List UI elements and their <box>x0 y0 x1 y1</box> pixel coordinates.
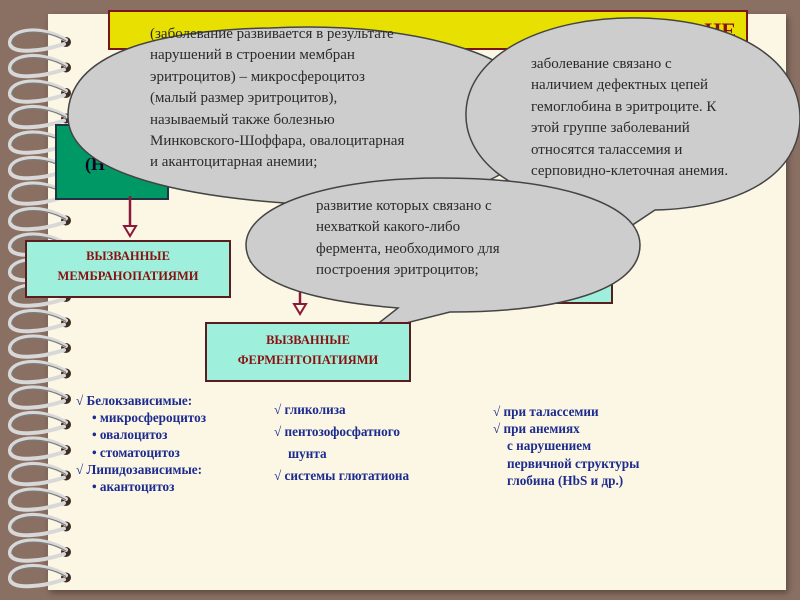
bubble-line: наличием дефектных цепей <box>531 77 709 94</box>
bubble-text-membrane: (заболевание развивается в результате на… <box>150 24 404 174</box>
enzyme-list: √ гликолиза √ пентозофосфатного шунта √ … <box>274 399 409 487</box>
spiral-ring <box>8 359 68 385</box>
spiral-ring <box>8 563 68 589</box>
spiral-ring-shade <box>11 82 67 96</box>
spiral-ring <box>8 53 68 79</box>
spiral-ring <box>8 512 68 538</box>
bubble-line: (заболевание развивается в результате <box>150 26 394 42</box>
list-item: √ Белокзависимые: <box>76 393 193 408</box>
list-item: √ системы глютатиона <box>274 468 410 483</box>
membranopathy-box: ВЫЗВАННЫЕ МЕМБРАНОПАТИЯМИ <box>25 240 231 298</box>
bubble-line: фермента, необходимого для <box>316 240 500 257</box>
spiral-ring <box>8 410 68 436</box>
arrow-head-enzyme <box>292 303 308 316</box>
bubble-line: построения эритроцитов; <box>316 262 479 279</box>
bubble-line: эритроцитов) – микросфероцитоз <box>150 68 365 85</box>
bubble-line: и акантоцитарная анемии; <box>150 154 318 171</box>
spiral-ring-shade <box>11 567 67 580</box>
spiral-ring <box>8 155 68 181</box>
speech-bubble-enzyme <box>245 177 641 334</box>
spiral-ring-shade <box>11 57 67 70</box>
spiral-ring-shade <box>11 388 67 402</box>
list-item: • акантоцитоз <box>92 479 175 495</box>
spiral-ring <box>8 181 68 206</box>
list-item: • овалоцитоз <box>92 427 168 443</box>
list-item: √ при анемиях <box>493 421 580 437</box>
spiral-ring <box>8 334 68 359</box>
spiral-ring <box>8 487 68 512</box>
bubble-line: этой группе заболеваний <box>531 120 690 137</box>
spiral-ring <box>8 130 68 155</box>
list-item: √ Липидозависимые: <box>76 461 203 477</box>
spiral-ring <box>8 461 68 487</box>
spiral-ring-shade <box>11 414 67 427</box>
bubble-line: серповидно-клеточная анемия. <box>531 163 729 180</box>
enzymopathy-box: ВЫЗВАННЫЕ ФЕРМЕНТОПАТИЯМИ <box>205 322 411 382</box>
spiral-ring-shade <box>11 439 67 453</box>
spiral-ring-shade <box>11 363 67 376</box>
spiral-ring-shade <box>11 108 67 121</box>
list-item: шунта <box>288 446 327 461</box>
list-item: • микросфероцитоз <box>92 410 206 426</box>
box-line: ФЕРМЕНТОПАТИЯМИ <box>237 353 379 367</box>
spiral-ring <box>8 436 68 461</box>
spiral-ring-shade <box>11 516 67 529</box>
bubble-line: Минковского-Шоффара, овалоцитарная <box>150 133 405 150</box>
spiral-ring <box>8 385 68 410</box>
spiral-ring <box>8 28 68 53</box>
list-item: с нарушением <box>507 438 592 454</box>
box-line: МЕМБРАНОПАТИЯМИ <box>57 269 199 283</box>
box-line: ВЫЗВАННЫЕ <box>86 249 170 263</box>
list-item: • стоматоцитоз <box>92 444 180 460</box>
bubble-text-hemoglobin: заболевание связано с наличием дефектных… <box>531 54 728 182</box>
list-item: √ пентозофосфатного <box>274 424 400 439</box>
box-line: ВЫЗВАННЫЕ <box>266 333 350 347</box>
bubble-line: нехваткой какого-либо <box>316 219 461 236</box>
spiral-ring-shade <box>11 490 67 504</box>
hemoglobin-list: √ при талассемии √ при анемиях с нарушен… <box>493 403 639 489</box>
spiral-ring-shade <box>11 541 67 555</box>
spiral-ring <box>8 538 68 563</box>
bubble-line: заболевание связано с <box>531 56 672 72</box>
spiral-ring-shade <box>11 337 67 351</box>
spiral-ring <box>8 308 68 334</box>
bubble-line: называемый также болезнью <box>150 111 335 128</box>
bubble-line: нарушений в строении мембран <box>150 47 355 64</box>
bubble-line: гемоглобина в эритроците. К <box>531 98 717 115</box>
spiral-ring-shade <box>11 465 67 478</box>
membrane-list: √ Белокзависимые: • микросфероцитоз • ов… <box>76 392 206 495</box>
bubble-line: (малый размер эритроцитов), <box>150 90 338 107</box>
spiral-ring-shade <box>11 312 67 325</box>
spiral-ring <box>8 104 68 130</box>
list-item: первичной структуры <box>507 455 640 471</box>
list-item: глобина (HbS и др.) <box>507 472 624 488</box>
list-item: √ гликолиза <box>274 402 346 417</box>
bubble-line: относятся талассемия и <box>531 141 683 158</box>
spiral-ring <box>8 79 68 104</box>
spiral-ring <box>8 206 68 232</box>
spiral-ring-shade <box>11 31 67 45</box>
list-item: √ при талассемии <box>493 404 599 419</box>
spiral-ring-shade <box>11 210 67 223</box>
bubble-text-enzyme: развитие которых связано с нехваткой как… <box>316 196 500 282</box>
arrow-head-membrane <box>122 225 138 238</box>
bubble-line: развитие которых связано с <box>316 198 492 214</box>
